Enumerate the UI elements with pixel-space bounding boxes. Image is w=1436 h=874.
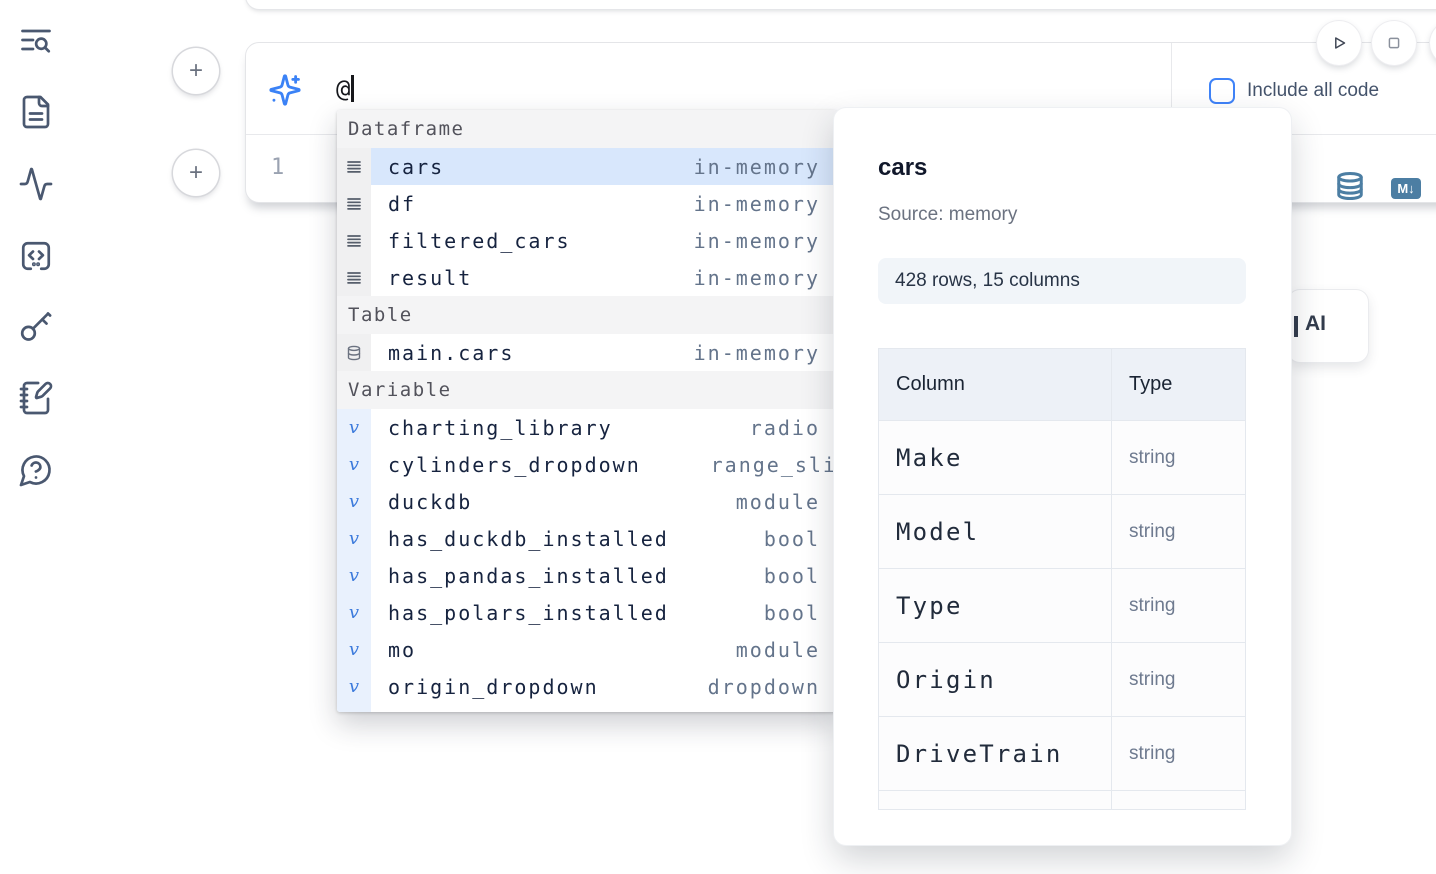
type-header: Type (1129, 373, 1173, 395)
markdown-convert-icon[interactable]: M↓ (1391, 178, 1421, 199)
table-row-clipped (879, 791, 1245, 809)
panel-source: Source: memory (878, 204, 1018, 225)
table-row: DriveTrain string (879, 717, 1245, 791)
schema-table: Column Type Make string Model string Typ… (878, 348, 1246, 810)
line-number: 1 (271, 155, 285, 180)
add-cell-button-top[interactable]: + (173, 48, 219, 94)
shape-badge: 428 rows, 15 columns (878, 258, 1246, 304)
schema-header-row: Column Type (879, 349, 1245, 421)
prompt-value: @ (336, 75, 351, 103)
prompt-divider (1171, 43, 1172, 134)
panel-title: cars (878, 154, 928, 181)
variable-icon: v (337, 446, 371, 483)
variable-icon: v (337, 520, 371, 557)
ai-button-label: AI (1305, 312, 1326, 335)
table-row: Model string (879, 495, 1245, 569)
extra-action-button[interactable] (1430, 21, 1436, 65)
column-header: Column (879, 349, 1112, 420)
dataframe-icon (337, 148, 371, 185)
completion-section-table: Table (337, 296, 837, 334)
include-all-code-checkbox[interactable] (1209, 78, 1235, 104)
stop-button[interactable] (1372, 21, 1416, 65)
dataframe-icon (337, 259, 371, 296)
text-caret (351, 75, 354, 102)
table-row: Make string (879, 421, 1245, 495)
variable-icon: v (337, 668, 371, 705)
help-chat-icon[interactable] (18, 452, 54, 488)
table-database-icon (337, 334, 371, 371)
previous-cell-edge (245, 0, 1436, 10)
database-cell-icon[interactable] (1335, 171, 1365, 201)
clipped-letter-fragment (1294, 316, 1298, 337)
text-search-icon[interactable] (18, 22, 54, 58)
dataframe-preview-panel: cars Source: memory 428 rows, 15 columns… (834, 108, 1291, 845)
ai-prompt-input[interactable]: @ (336, 75, 354, 103)
dataframe-icon (337, 222, 371, 259)
activity-icon[interactable] (18, 166, 54, 202)
variable-icon: v (337, 594, 371, 631)
generate-with-ai-button[interactable]: AI (1288, 290, 1368, 362)
notebook-pen-icon[interactable] (18, 380, 54, 416)
completion-section-variable: Variable (337, 371, 837, 409)
variable-icon: v (337, 483, 371, 520)
file-text-icon[interactable] (18, 94, 54, 130)
code-editor-row[interactable]: 1 M↓ (246, 135, 1436, 201)
left-sidebar (0, 0, 72, 874)
code-snippets-icon[interactable] (18, 238, 54, 274)
variable-icon: v (337, 557, 371, 594)
variable-icon: v (337, 409, 371, 446)
table-row: Type string (879, 569, 1245, 643)
include-all-code-label: Include all code (1247, 80, 1380, 101)
run-cell-button[interactable] (1317, 21, 1361, 65)
variable-icon: v (337, 631, 371, 668)
dataframe-icon (337, 185, 371, 222)
completion-section-dataframe: Dataframe (337, 110, 837, 148)
add-cell-button-bottom[interactable]: + (173, 150, 219, 196)
key-icon[interactable] (18, 308, 54, 344)
ai-sparkles-icon (268, 73, 302, 107)
variable-icon: v (337, 705, 371, 712)
table-row: Origin string (879, 643, 1245, 717)
completion-item-clipped[interactable]: v pdmodule (337, 705, 837, 712)
